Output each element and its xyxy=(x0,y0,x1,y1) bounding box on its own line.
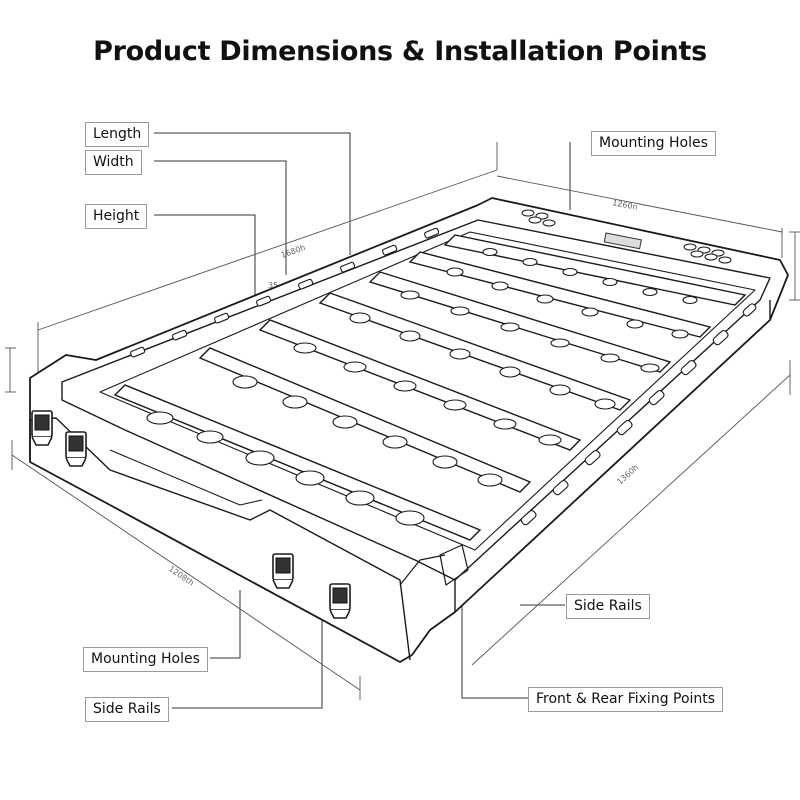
svg-text:1680h: 1680h xyxy=(280,243,307,260)
fixing-knob-4 xyxy=(329,583,351,619)
mounting-hole-ovals xyxy=(146,247,698,526)
height-label: Height xyxy=(85,204,148,229)
fixing-knob-3 xyxy=(272,553,294,589)
side-rails-label-right: Side Rails xyxy=(566,594,650,619)
left-rail-slots xyxy=(130,227,440,358)
top-width-dimension-line xyxy=(496,175,783,233)
leader-lines xyxy=(154,132,571,709)
cross-bars xyxy=(113,234,747,541)
mounting-holes-label-top: Mounting Holes xyxy=(591,131,716,156)
fixing-points-label: Front & Rear Fixing Points xyxy=(528,687,724,712)
svg-text:1260n: 1260n xyxy=(612,198,639,212)
svg-text:1360h: 1360h xyxy=(615,463,640,487)
length-dimension-line xyxy=(37,169,498,331)
page-title: Product Dimensions & Installation Points xyxy=(93,36,707,67)
length-label: Length xyxy=(85,122,150,147)
mounting-holes-label-bottom: Mounting Holes xyxy=(83,647,208,672)
right-rail-slots xyxy=(520,303,757,526)
fixing-knob-1 xyxy=(31,410,53,446)
fixing-knob-2 xyxy=(65,431,87,467)
rear-vents xyxy=(521,209,732,264)
svg-text:35: 35 xyxy=(268,281,278,290)
width-label: Width xyxy=(85,150,142,175)
bottom-width-dimension-line xyxy=(11,454,361,691)
side-rails-label-bottom: Side Rails xyxy=(85,697,169,722)
side-length-dimension-line xyxy=(471,374,791,666)
rack-frame xyxy=(29,197,789,663)
dimension-lines xyxy=(5,142,800,700)
